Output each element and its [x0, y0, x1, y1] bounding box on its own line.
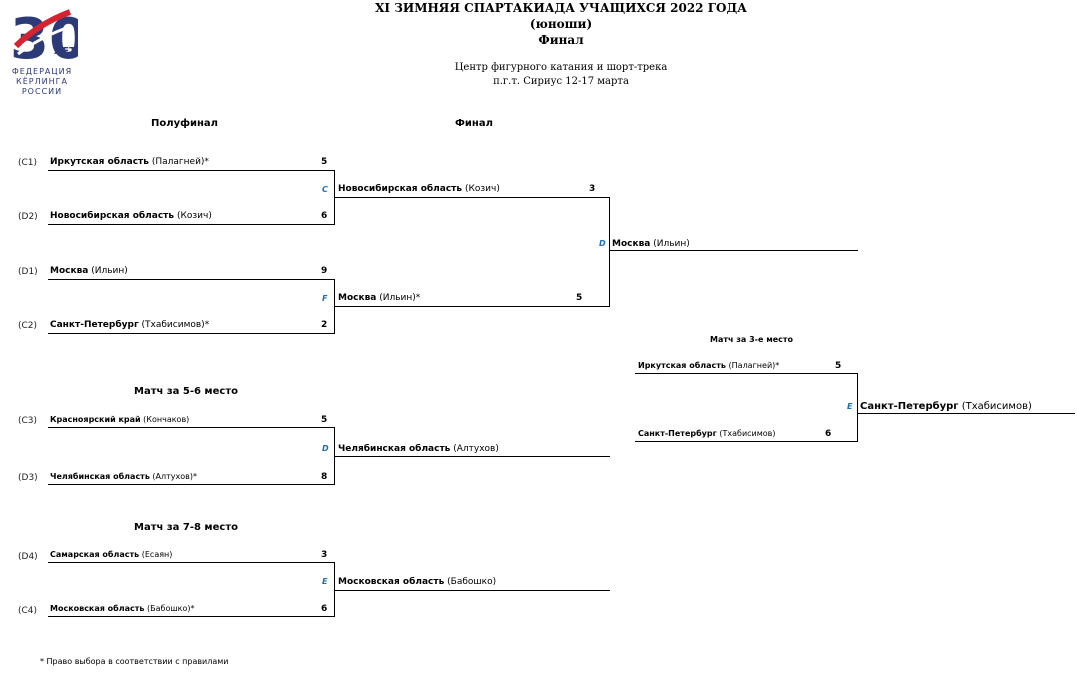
team-score: 5	[321, 415, 328, 425]
seed-label: (D3)	[18, 473, 38, 483]
team-entry: Иркутская область (Палагней)*	[50, 157, 209, 167]
team-score: 9	[321, 266, 328, 276]
bracket-connector	[609, 197, 610, 307]
team-entry: Челябинская область (Алтухов)*	[50, 472, 197, 481]
team-entry: Красноярский край (Кончаков)	[50, 415, 190, 424]
footnote: * Право выбора в соответствии с правилам…	[40, 657, 229, 666]
logo-line2: КЁРЛИНГА	[16, 77, 68, 86]
bracket-line	[635, 441, 858, 442]
bracket-line	[48, 484, 335, 485]
finalist-score: 5	[576, 293, 583, 303]
bracket-line	[48, 224, 335, 225]
seed-label: (C3)	[18, 416, 38, 426]
bracket-line	[335, 456, 610, 457]
final-header: Финал	[455, 118, 493, 129]
bracket-line	[335, 306, 610, 307]
seed-label: (D1)	[18, 267, 38, 277]
venue: Центр фигурного катания и шорт-трека	[454, 62, 668, 73]
bracket-line	[858, 413, 1075, 414]
bracket-line	[48, 333, 335, 334]
bracket-line	[635, 373, 858, 374]
sheet-label: E	[322, 577, 328, 586]
champion-entry: Москва (Ильин)	[612, 239, 690, 249]
place-dates: п.г.т. Сириус 12-17 марта	[493, 76, 629, 87]
seed-label: (D2)	[18, 212, 38, 222]
bracket-connector	[334, 170, 335, 225]
seventh-place-winner: Московская область (Бабошко)	[338, 577, 497, 587]
third-place-winner: Санкт-Петербург (Тхабисимов)	[860, 401, 1032, 412]
bracket-line	[335, 590, 610, 591]
sheet-label: D	[599, 239, 606, 248]
team-entry: Новосибирская область (Козич)	[50, 211, 212, 221]
bracket-line	[610, 250, 858, 251]
stage-title: Финал	[538, 33, 584, 47]
team-score: 3	[321, 550, 328, 560]
team-score: 5	[321, 157, 328, 167]
team-score: 8	[321, 472, 328, 482]
team-score: 6	[825, 429, 832, 439]
sheet-label: F	[322, 294, 328, 303]
bracket-line	[48, 279, 335, 280]
bracket-connector	[334, 562, 335, 617]
logo-years: ЛЕТ	[54, 46, 76, 57]
seed-label: (C2)	[18, 321, 38, 331]
team-entry: Санкт-Петербург (Тхабисимов)	[638, 429, 776, 438]
bracket-line	[335, 197, 610, 198]
sheet-label: D	[322, 444, 329, 453]
sheet-label: C	[322, 185, 328, 194]
seed-label: (D4)	[18, 552, 38, 562]
team-score: 5	[835, 361, 842, 371]
bracket-connector	[857, 373, 858, 442]
fifth-place-header: Матч за 5-6 место	[134, 386, 238, 397]
finalist-entry: Новосибирская область (Козич)	[338, 184, 500, 194]
team-entry: Самарская область (Есаян)	[50, 550, 173, 559]
team-score: 6	[321, 604, 328, 614]
logo-line1: ФЕДЕРАЦИЯ	[11, 67, 73, 76]
logo-line3: РОССИИ	[21, 87, 63, 96]
seventh-place-header: Матч за 7-8 место	[134, 522, 238, 533]
team-entry: Иркутская область (Палагней)*	[638, 361, 780, 370]
seed-label: (C1)	[18, 158, 38, 168]
bracket-line	[48, 427, 335, 428]
team-score: 2	[321, 320, 328, 330]
team-score: 6	[321, 211, 328, 221]
finalist-entry: Москва (Ильин)*	[338, 293, 421, 303]
fifth-place-winner: Челябинская область (Алтухов)	[338, 444, 499, 454]
team-entry: Москва (Ильин)	[50, 266, 128, 276]
finalist-score: 3	[589, 184, 596, 194]
bracket-connector	[334, 427, 335, 485]
bracket-line	[48, 562, 335, 563]
bracket-connector	[334, 279, 335, 334]
team-entry: Санкт-Петербург (Тхабисимов)*	[50, 320, 210, 330]
bracket-line	[48, 616, 335, 617]
page-subtitle: (юноши)	[529, 17, 593, 31]
federation-logo: 30 ЛЕТ	[8, 6, 88, 98]
team-entry: Московская область (Бабошко)*	[50, 604, 195, 613]
semifinal-header: Полуфинал	[151, 118, 218, 129]
seed-label: (C4)	[18, 606, 38, 616]
page-title: XI ЗИМНЯЯ СПАРТАКИАДА УЧАЩИХСЯ 2022 ГОДА	[375, 1, 747, 15]
sheet-label: E	[847, 402, 853, 411]
third-place-header: Матч за 3-е место	[710, 335, 794, 344]
bracket-line	[48, 170, 335, 171]
